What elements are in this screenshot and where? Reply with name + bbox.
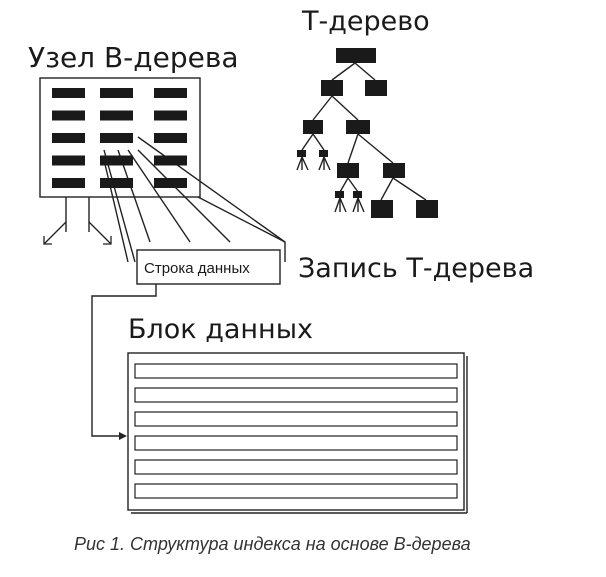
ttree-node	[321, 80, 343, 96]
datarow-box	[136, 249, 281, 285]
figure-caption: Рис 1. Структура индекса на основе В-дер…	[74, 534, 471, 554]
bnode-key-cell	[100, 88, 133, 98]
ttree-node-small	[353, 191, 362, 198]
projection-line-6	[103, 159, 129, 263]
datablock-row	[134, 363, 458, 379]
ttree-label: Т-дерево	[302, 6, 430, 37]
datarow-label: Строка данных	[144, 260, 250, 277]
ttree-node	[371, 200, 393, 218]
ttree-node-root	[336, 48, 376, 63]
datablock-box	[127, 352, 465, 511]
ttree-node	[346, 120, 370, 134]
arrowhead-left	[43, 236, 52, 245]
bnode-box	[39, 77, 201, 198]
datablock-row	[134, 483, 458, 499]
ttree-nodes	[297, 48, 438, 218]
ttree-node-small	[319, 150, 328, 157]
datablock-row	[134, 459, 458, 475]
ttree-node	[365, 80, 387, 96]
bnode-key-cell	[154, 88, 187, 98]
bnode-key-cell	[52, 178, 85, 188]
datablock-row	[134, 435, 458, 451]
ttree-node-small	[297, 150, 306, 157]
bnode-key-cell	[100, 155, 133, 166]
ttree-node	[416, 200, 438, 218]
bnode-label: Узел В-дерева	[28, 41, 239, 74]
projection-line-5	[103, 149, 136, 263]
ttree-node	[337, 163, 359, 178]
bnode-key-cell	[52, 88, 85, 98]
arrow-right	[88, 221, 112, 245]
ttree-node	[383, 163, 405, 178]
row-connector	[91, 284, 157, 437]
bnode-key-cell	[100, 133, 133, 143]
bnode-key-cell	[52, 133, 85, 143]
bnode-key-cell	[154, 110, 187, 121]
ttree-edges	[296, 62, 427, 213]
ttree-node-small	[335, 191, 344, 198]
ttree-node	[303, 120, 323, 134]
bnode-key-cell	[52, 110, 85, 121]
bnode-key-cell	[154, 133, 187, 143]
bnode-key-cell	[100, 110, 133, 121]
arrowhead-datablock	[119, 432, 127, 440]
datablock-row	[134, 387, 458, 403]
arrowhead-right	[103, 236, 112, 245]
projection-line-1	[137, 136, 286, 243]
bnode-key-cell	[154, 178, 187, 188]
projection-line-3	[127, 149, 191, 243]
trecord-label: Запись Т-дерева	[298, 253, 535, 284]
projection-line-2	[137, 149, 231, 243]
bnode-key-cell	[100, 178, 133, 188]
datablock-row	[134, 411, 458, 427]
bnode-key-cell	[52, 155, 85, 166]
trecord-outline	[197, 196, 286, 262]
datablock-label: Блок данных	[128, 314, 314, 345]
bnode-key-cell	[154, 155, 187, 166]
arrow-left	[43, 221, 67, 245]
